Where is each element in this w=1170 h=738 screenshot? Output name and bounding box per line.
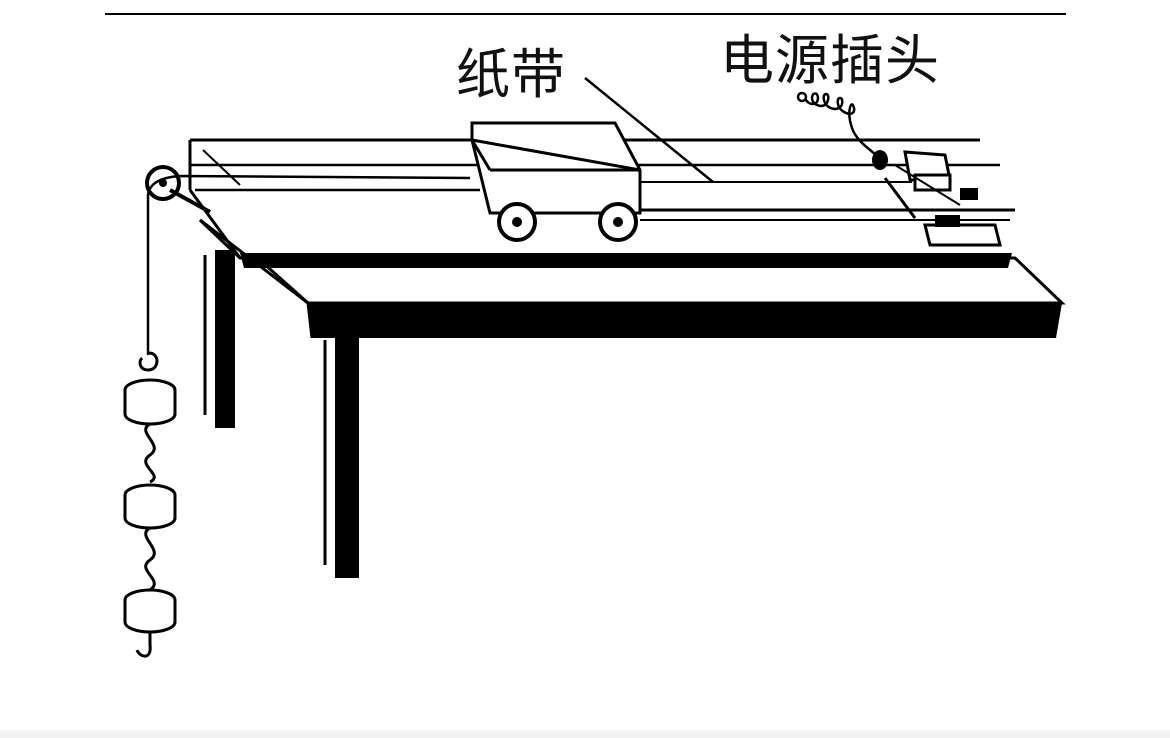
weight-1 [123,378,177,426]
cart-wheel-left [497,202,537,242]
hook-link-2 [144,526,156,592]
top-rule [105,13,1066,15]
cart-wheel-right [598,202,638,242]
paper-tape-label: 纸带 [456,43,566,106]
pulley [145,165,211,214]
desk-front-edge [308,303,1062,338]
cart-body [470,121,642,215]
ticker-timer [872,150,1002,247]
hook-link-1 [144,422,156,484]
desk [198,218,1066,578]
string [146,174,471,355]
power-cord [803,92,877,156]
plug-tip [796,91,808,103]
cart-edge [470,139,492,171]
hook-weights [123,351,177,658]
weight-2 [123,483,177,530]
paper-tape-pointer [584,77,714,183]
weight-3 [123,588,177,634]
bottom-band [0,730,1170,738]
track-inner-slant [202,149,241,186]
track-left-slant [188,189,242,259]
power-plug-label: 电源插头 [720,29,940,92]
desk-leg-front [335,335,359,578]
hook-top [138,351,159,372]
hook-bottom [135,632,152,658]
pulley-bracket [169,188,211,214]
desk-side-edge [199,218,314,339]
track-front-edge [240,253,1012,268]
desk-leg-back [215,250,235,428]
cart-rim [471,138,641,172]
cart [470,121,642,242]
